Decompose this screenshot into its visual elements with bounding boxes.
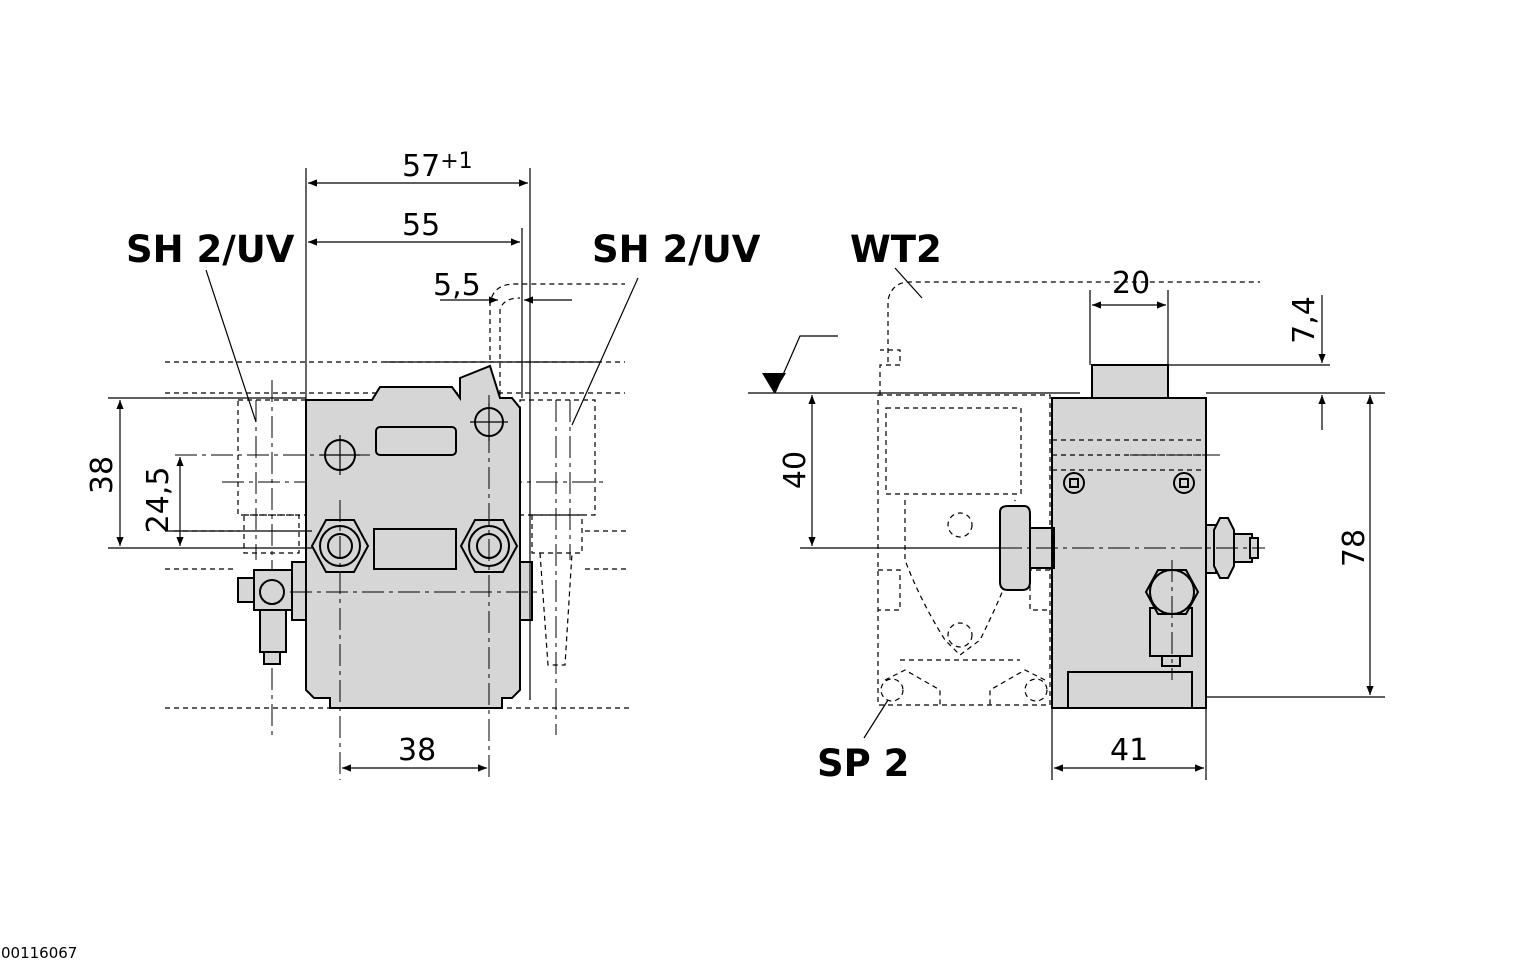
dim-7-4: 7,4 [1287,296,1322,344]
dim-57: 57+1 [402,149,473,184]
side-body [1051,397,1207,709]
front-view [108,168,639,780]
drawing-id: 00116067 [1,944,77,962]
dim-40: 40 [778,451,813,489]
dim-20: 20 [1112,266,1150,301]
dim-5-5: 5,5 [433,268,481,303]
label-sh2uv-right: SH 2/UV [592,228,761,271]
label-sp2: SP 2 [817,742,909,785]
dim-24-5: 24,5 [141,467,176,534]
dim-55: 55 [402,208,440,243]
label-sh2uv-left: SH 2/UV [126,228,295,271]
dim-78: 78 [1337,529,1372,567]
label-wt2: WT2 [850,228,942,271]
dim-41: 41 [1110,733,1148,768]
dim-38-bottom: 38 [398,733,436,768]
dim-38-height: 38 [85,456,120,494]
side-view [748,267,1385,780]
clamp-body [305,364,521,709]
